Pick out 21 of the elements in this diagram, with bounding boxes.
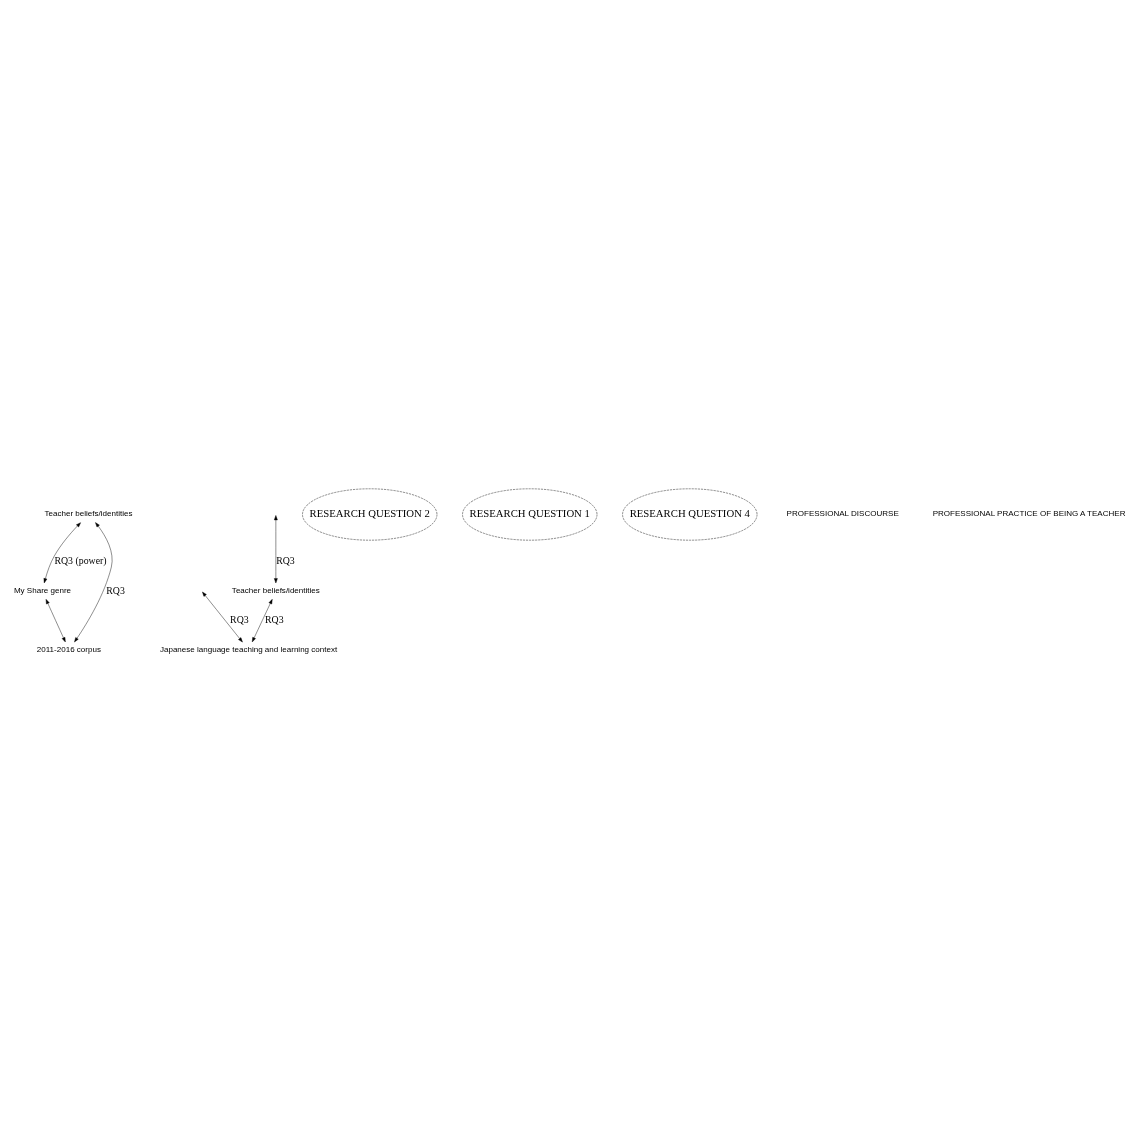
edge-label: RQ3 (power) [54,554,107,566]
edge-label: RQ3 [230,613,249,625]
node-text: Teacher beliefs/identities [231,585,320,595]
arrow [274,514,278,583]
arrow [45,598,66,642]
node-text: Japanese language teaching and learning context [159,644,338,654]
node-ellipse: RESEARCH QUESTION 2 [302,488,438,540]
arrow [43,521,81,583]
node-ellipse: RESEARCH QUESTION 4 [622,488,758,540]
arrow [74,521,113,642]
edge-label: RQ3 [265,613,284,625]
arrow [202,591,243,642]
node-text: 2011-2016 corpus [36,644,101,654]
label: PROFESSIONAL DISCOURSE [786,508,899,518]
edge-label: RQ3 [276,554,295,566]
node-text: Teacher beliefs/identities [44,508,133,518]
arrow [252,598,273,642]
label: PROFESSIONAL PRACTICE OF BEING A TEACHER [932,508,1126,518]
edge-label: RQ3 [106,584,125,596]
node-text: My Share genre [13,585,72,595]
node-ellipse: RESEARCH QUESTION 1 [462,488,598,540]
